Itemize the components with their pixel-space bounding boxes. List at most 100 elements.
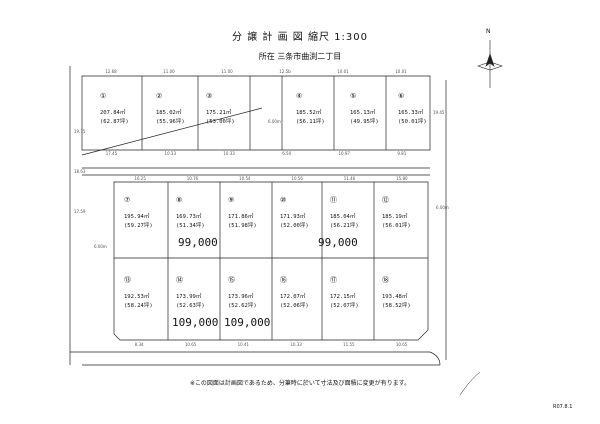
lot-area: 175.21㎡ (206, 110, 232, 116)
dim: 6.50 (282, 151, 292, 156)
lot-tsubo: (52.06坪) (280, 303, 309, 309)
lot-tsubo: (52.62坪) (228, 303, 257, 309)
dim: 9.81 (397, 151, 407, 156)
dim: 19.15 (74, 129, 86, 134)
dim: 11.00 (163, 69, 175, 74)
lot-number: ⑥ (398, 92, 405, 100)
dim: 10.65 (184, 342, 197, 347)
top-dimensions: 12.68 11.00 11.00 12.5b 10.01 10.01 (82, 69, 430, 74)
bottom-block-outline (113, 181, 429, 341)
lot-16: ⑯ 172.07㎡ (52.06坪) (280, 276, 332, 311)
lot-tsubo: (58.24坪) (124, 303, 153, 309)
lot-tsubo: (49.95坪) (350, 119, 379, 125)
lot-7: ⑦ 195.94㎡ (59.27坪) (124, 196, 176, 231)
lot-area: 185.19㎡ (382, 214, 408, 220)
lot-number: ⑤ (350, 92, 357, 100)
lot-tsubo: (51.98坪) (228, 223, 257, 229)
lot-area: 185.04㎡ (330, 214, 356, 220)
dim: 11.55 (343, 342, 355, 347)
lot-6: ⑥ 165.33㎡ (50.01坪) (398, 92, 450, 127)
lot-number: ① (100, 92, 107, 100)
disclaimer-note: ※この図面は計画図であるため、分筆時に於いて寸法及び面積に変更が有ります。 (189, 380, 411, 387)
bottom-dimensions: 8.34 10.65 10.41 10.33 11.55 10.65 (114, 342, 428, 347)
lot-number: ② (156, 92, 163, 100)
lot-number: ⑯ (280, 276, 287, 284)
dim: 10.33 (290, 342, 302, 347)
mid-dimensions: 16.25 10.76 10.54 10.56 11.46 15.80 (114, 176, 428, 181)
dim: 15.80 (396, 176, 408, 181)
dim: 18.63 (74, 169, 86, 174)
dim: 10.76 (186, 176, 199, 181)
lot-tsubo: (56.01坪) (382, 223, 411, 229)
dim: 12.68 (105, 69, 117, 74)
lot-tsubo: (52.07坪) (330, 303, 359, 309)
lot-area: 165.33㎡ (398, 110, 424, 116)
lot-9: ⑨ 171.86㎡ (51.98坪) (228, 196, 280, 231)
dim: 10.65 (395, 342, 408, 347)
dim: 17.45 (105, 151, 118, 156)
lot-number: ⑬ (124, 276, 131, 284)
lot-area: 173.99㎡ (176, 294, 202, 300)
lot-18: ⑱ 193.48㎡ (58.52坪) (382, 276, 434, 311)
dim: 10.33 (164, 151, 176, 156)
lot-area: 173.96㎡ (228, 294, 254, 300)
diagonal-boundary (81, 107, 263, 156)
lot-tsubo: (58.52坪) (382, 303, 411, 309)
lot-area: 169.73㎡ (176, 214, 202, 220)
lot-price: 109,000 (172, 316, 219, 329)
lot-number: ⑭ (176, 276, 183, 284)
lot-number: ⑦ (124, 196, 131, 204)
dim: 11.00 (221, 69, 233, 74)
lot-area: 192.53㎡ (124, 294, 150, 300)
lot-number: ⑮ (228, 276, 235, 284)
lot-tsubo: (52.00坪) (280, 223, 309, 229)
lot-number: ⑧ (176, 196, 183, 204)
road-width-label: 6.00m (94, 244, 107, 249)
lot-number: ⑨ (228, 196, 235, 204)
road-width-label: 6.00m (268, 119, 281, 124)
dim: 10.33 (223, 151, 235, 156)
lot-area: 195.94㎡ (124, 214, 150, 220)
lot-number: ⑱ (382, 276, 389, 284)
lot-area: 172.15㎡ (330, 294, 356, 300)
lot-area: 171.86㎡ (228, 214, 254, 220)
dim: 16.25 (134, 176, 146, 181)
lot-area: 165.13㎡ (350, 110, 376, 116)
lot-price: 99,000 (318, 236, 358, 249)
lot-4: ④ 185.52㎡ (56.11坪) (296, 92, 348, 127)
side-dim: 19.45 (433, 110, 445, 115)
lot-15: ⑮ 173.96㎡ (52.62坪) (228, 276, 280, 311)
lot-area: 185.52㎡ (296, 110, 322, 116)
lot-tsubo: (56.11坪) (296, 119, 325, 125)
road-width-label: 6.00m (436, 205, 449, 210)
dim: 10.41 (237, 342, 250, 347)
side-dimensions: 19.15 18.63 17.59 (74, 112, 85, 232)
plan-title: 分 譲 計 画 図 縮尺 1:300 (232, 32, 368, 43)
dim: 10.01 (337, 69, 349, 74)
lot-price: 109,000 (224, 316, 271, 329)
lot-number: ③ (206, 92, 213, 100)
lot-number: ⑩ (280, 196, 287, 204)
dim: 11.46 (343, 176, 356, 181)
lot-number: ⑪ (330, 196, 337, 204)
lot-area: 172.07㎡ (280, 294, 306, 300)
lot-tsubo: (50.01坪) (398, 119, 427, 125)
lot-tsubo: (59.27坪) (124, 223, 153, 229)
dim: 8.34 (134, 342, 144, 347)
lot-price: 99,000 (178, 236, 218, 249)
compass-label: N (486, 28, 491, 35)
lot-number: ④ (296, 92, 303, 100)
dim: 10.97 (338, 151, 350, 156)
lot-area: 193.48㎡ (382, 294, 408, 300)
lot-area: 207.84㎡ (100, 110, 126, 116)
lot-5: ⑤ 165.13㎡ (49.95坪) (350, 92, 402, 127)
